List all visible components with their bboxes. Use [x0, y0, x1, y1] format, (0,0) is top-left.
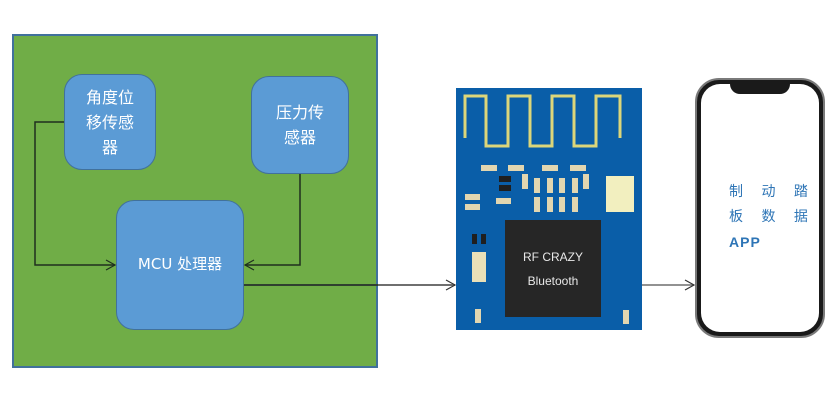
bluetooth-chip: RF CRAZY Bluetooth — [505, 220, 601, 317]
mcu-label: MCU 处理器 — [137, 254, 223, 273]
angle-sensor-label-line3: 器 — [101, 137, 118, 157]
edge-angle-to-mcu — [34, 121, 115, 266]
app-label-line1: 制 动 踏 — [729, 184, 815, 200]
arrowhead-bluetooth-to-phone — [684, 279, 696, 291]
dark-components — [472, 176, 511, 244]
pcb-components — [463, 94, 634, 324]
angle-sensor-label-line1: 角度位 — [85, 87, 134, 107]
antenna-trace — [463, 94, 622, 148]
pressure-sensor-node: 压力传 感器 — [251, 76, 349, 174]
arrowhead-pressure-to-mcu — [243, 259, 255, 271]
pressure-sensor-label-line1: 压力传 — [275, 103, 324, 122]
smd-components — [465, 165, 629, 324]
edge-pressure-to-mcu — [245, 174, 301, 266]
mcu-processor-node: MCU 处理器 — [116, 200, 244, 330]
chip-label-line2: Bluetooth — [527, 273, 579, 288]
pressure-sensor-label-line2: 感器 — [283, 128, 316, 147]
angle-displacement-sensor-node: 角度位 移传感 器 — [64, 74, 156, 170]
crystal-component — [472, 252, 486, 282]
arrowhead-angle-to-mcu — [105, 259, 117, 271]
app-label-line2: 板 数 据 — [729, 209, 815, 225]
phone-screen — [701, 84, 819, 332]
phone-notch — [730, 82, 790, 94]
arrowhead-mcu-to-bluetooth — [445, 279, 457, 291]
chip-label-line1: RF CRAZY — [523, 249, 583, 264]
angle-sensor-label-line2: 移传感 — [85, 112, 134, 132]
phone-app-label: 制 动 踏 板 数 据 APP — [729, 180, 815, 255]
app-label-line3: APP — [729, 234, 761, 250]
large-pad — [606, 176, 634, 212]
